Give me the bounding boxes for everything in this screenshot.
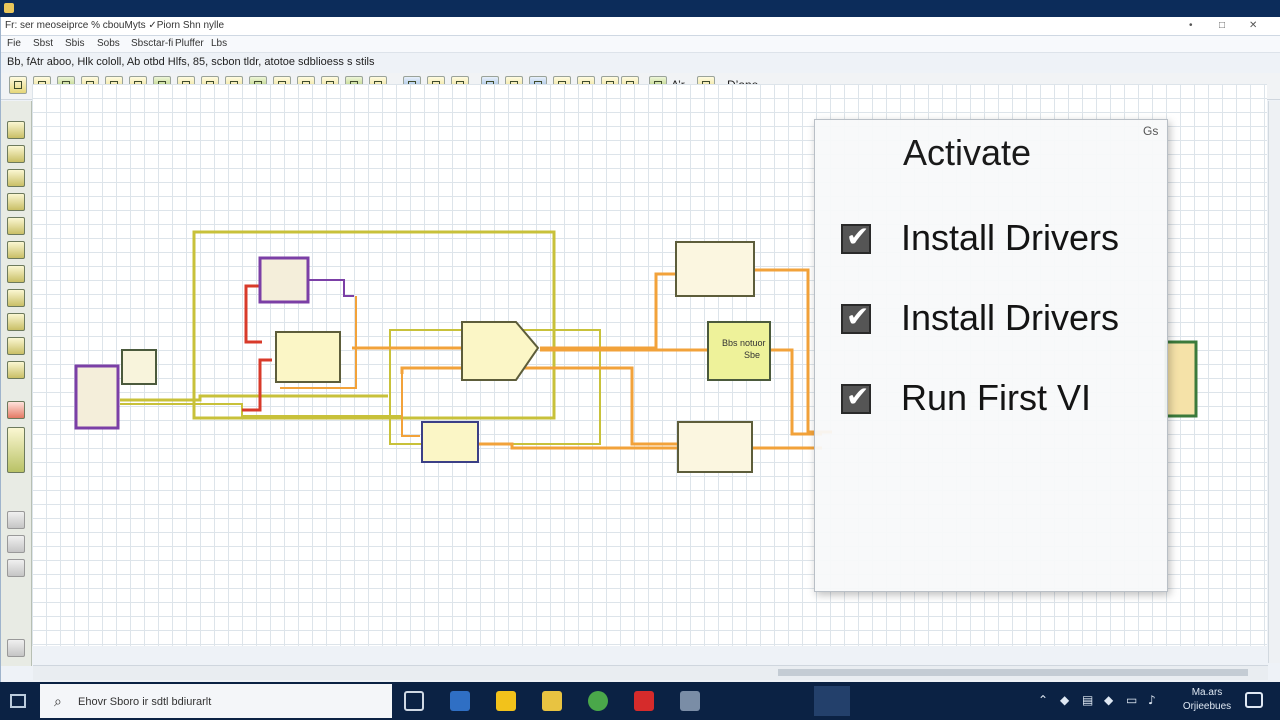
app-icon[interactable] [542, 691, 562, 711]
maximize-button[interactable]: □ [1219, 20, 1226, 31]
menu-item[interactable]: Pluffer [175, 38, 204, 49]
wire[interactable] [280, 296, 357, 389]
palette-item-icon[interactable] [7, 535, 25, 553]
close-window-button[interactable]: ✕ [1249, 20, 1258, 31]
task-item-install-drivers[interactable]: Install Drivers [841, 296, 1161, 340]
wire[interactable] [244, 284, 264, 344]
node-text: Sbe [744, 350, 760, 360]
task-item-install-drivers[interactable]: Install Drivers [841, 216, 1161, 260]
title-bar [0, 0, 1280, 17]
checkbox-checked-icon[interactable] [841, 300, 871, 334]
display-icon[interactable]: ▭ [1126, 693, 1138, 707]
taskbar-search[interactable]: ⌕ Ehovr Sboro ir sdtl bdiurarlt [40, 684, 392, 718]
checkbox-checked-icon[interactable] [841, 380, 871, 414]
context-help-bar: Bb, fAtr aboo, Hlk cololl, Ab otbd Hlfs,… [1, 53, 1280, 71]
address-bar: Fr: ser meoseiprce % cbouMyts ✓Piorn Shn… [1, 17, 1280, 36]
search-icon: ⌕ [54, 694, 62, 710]
horizontal-scrollbar[interactable] [33, 665, 1268, 680]
folder-icon[interactable] [496, 691, 516, 711]
wire[interactable] [242, 358, 272, 412]
menu-item[interactable]: Sbsctar-fi [131, 38, 174, 49]
chevron-up-icon[interactable]: ⌃ [1038, 693, 1049, 707]
palette-item-icon[interactable] [7, 401, 25, 419]
while-loop-frame[interactable] [192, 230, 556, 420]
tools-palette [1, 101, 32, 666]
control-terminal[interactable] [74, 364, 120, 430]
wire[interactable] [120, 394, 388, 402]
menu-item[interactable]: Lbs [211, 38, 228, 49]
subvi-node[interactable] [258, 256, 310, 304]
palette-item-icon[interactable] [7, 193, 25, 211]
wire[interactable] [400, 366, 678, 446]
subvi-node[interactable] [421, 421, 479, 463]
browser-icon[interactable] [588, 691, 608, 711]
palette-item-icon[interactable] [7, 639, 25, 657]
block-diagram[interactable]: Bbs notuor Sbe Activate Gs Install Drive… [32, 84, 1267, 646]
subvi-node[interactable] [707, 321, 771, 381]
network-icon[interactable]: ▤ [1082, 693, 1094, 707]
indicator-terminal[interactable] [1164, 340, 1198, 418]
task-label: Run First VI [901, 377, 1092, 418]
palette-item-icon[interactable] [7, 511, 25, 529]
palette-item-icon[interactable] [7, 145, 25, 163]
palette-item-icon[interactable] [7, 289, 25, 307]
scroll-thumb[interactable] [778, 669, 1248, 676]
context-help-text: Bb, fAtr aboo, Hlk cololl, Ab otbd Hlfs,… [7, 56, 375, 68]
menu-item[interactable]: Fie [7, 38, 21, 49]
wire[interactable] [770, 348, 822, 436]
app-icon[interactable] [634, 691, 654, 711]
close-icon[interactable]: Gs [1143, 124, 1159, 138]
palette-item-icon[interactable] [7, 559, 25, 577]
menu-item[interactable]: Sbis [65, 38, 85, 49]
function-node[interactable] [461, 321, 540, 381]
security-icon[interactable]: ◆ [1104, 693, 1114, 707]
palette-item-icon[interactable] [7, 169, 25, 187]
menu-item[interactable]: Sobs [97, 38, 120, 49]
task-view-icon[interactable] [404, 691, 424, 711]
app-icon[interactable] [450, 691, 470, 711]
run-icon[interactable] [9, 76, 27, 94]
palette-item-icon[interactable] [7, 427, 25, 473]
app-icon [4, 3, 14, 13]
notification-icon[interactable] [1245, 692, 1263, 708]
palette-item-icon[interactable] [7, 217, 25, 235]
clock[interactable]: Ma.ars Orjieebues [1172, 686, 1242, 714]
task-label: Install Drivers [901, 217, 1120, 258]
menu-item[interactable]: Sbst [33, 38, 54, 49]
vertical-scrollbar[interactable] [1268, 101, 1280, 663]
wire[interactable] [478, 442, 678, 450]
app-icon[interactable] [680, 691, 700, 711]
dialog-title: Activate [903, 132, 1032, 173]
active-app-icon[interactable] [814, 686, 850, 716]
activate-dialog: Activate Gs Install Drivers Install Driv… [814, 119, 1168, 592]
palette-item-icon[interactable] [7, 121, 25, 139]
start-icon[interactable] [10, 694, 26, 708]
task-item-run-first-vi[interactable]: Run First VI [841, 376, 1161, 420]
menu-bar: Fie Sbst Sbis Sobs Sbsctar-fi Pluffer Lb… [1, 36, 1280, 53]
clock-time: Ma.ars [1191, 687, 1223, 698]
search-placeholder: Ehovr Sboro ir sdtl bdiurarlt [78, 696, 212, 708]
block-diagram-wires: Bbs notuor Sbe [74, 230, 1198, 473]
palette-item-icon[interactable] [7, 313, 25, 331]
task-label: Install Drivers [901, 297, 1120, 338]
palette-item-icon[interactable] [7, 265, 25, 283]
clock-date: Orjieebues [1182, 701, 1232, 712]
palette-item-icon[interactable] [7, 361, 25, 379]
taskbar: ⌕ Ehovr Sboro ir sdtl bdiurarlt ⌃ ◆ ▤ ◆ … [0, 682, 1280, 720]
subvi-node[interactable] [275, 331, 341, 383]
minimize-button[interactable]: • [1189, 20, 1193, 31]
window-path: Fr: ser meoseiprce % cbouMyts ✓Piorn Shn… [5, 20, 225, 31]
palette-item-icon[interactable] [7, 337, 25, 355]
shield-icon[interactable]: ◆ [1060, 693, 1070, 707]
node-text: Bbs notuor [722, 338, 766, 348]
volume-icon[interactable]: ♪ [1148, 693, 1156, 707]
checkbox-checked-icon[interactable] [841, 220, 871, 254]
subvi-node[interactable] [675, 241, 755, 297]
palette-item-icon[interactable] [7, 241, 25, 259]
wire[interactable] [308, 279, 354, 297]
wire[interactable] [540, 272, 682, 350]
subvi-node[interactable] [121, 349, 157, 385]
wire[interactable] [401, 372, 420, 437]
subvi-node[interactable] [677, 421, 753, 473]
